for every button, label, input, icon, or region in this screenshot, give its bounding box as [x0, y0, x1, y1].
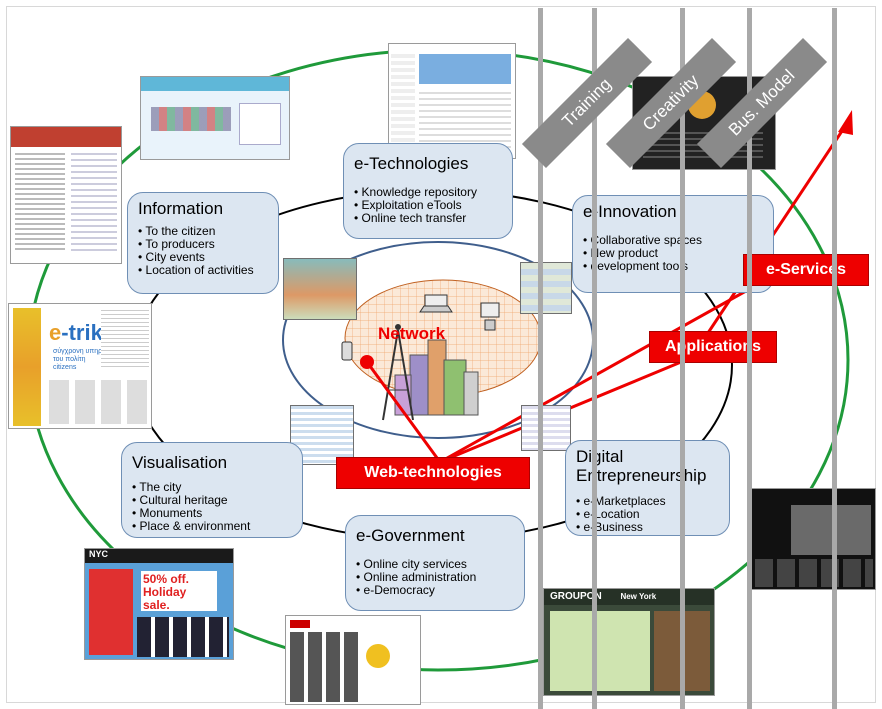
desktop-computer-icon [480, 302, 500, 331]
twitter-screenshot [140, 76, 290, 160]
e-government-item: Online city services [356, 558, 514, 571]
visualisation-box: Visualisation The city Cultural heritage… [121, 442, 303, 538]
e-technologies-box: e-Technologies Knowledge repository Expl… [343, 143, 513, 239]
information-item: City events [138, 251, 268, 264]
network-label: Network [378, 324, 446, 343]
creativity-column-line [592, 8, 597, 709]
digital-entrepreneurship-title-line2: Entrepreneurship [576, 466, 707, 485]
map-thumbnail-left [283, 258, 357, 320]
applications-label: Applications [649, 331, 777, 363]
e-government-item: e-Democracy [356, 584, 514, 597]
e-innovation-item: New product [583, 247, 763, 260]
digital-entrepreneurship-box: Digital Entrepreneurship e-Marketplaces … [565, 440, 730, 536]
nyc-logo: NYC [85, 549, 233, 563]
laptop-icon [419, 294, 453, 313]
e-technologies-item: Knowledge repository [354, 186, 502, 199]
etrikala-subtitle: σύγχρονη υπηρεσία του πολίτη citizens [53, 348, 115, 371]
visualisation-item: Place & environment [132, 520, 292, 533]
e-innovation-box: e-Innovation Collaborative spaces New pr… [572, 195, 774, 293]
radio-tower-icon [382, 324, 414, 421]
nyc-promo: 50% off. Holiday sale. [141, 571, 217, 612]
nyc-holiday-sale-screenshot: NYC 50% off. Holiday sale. [84, 548, 234, 660]
digital-entrepreneurship-title: Digital Entrepreneurship [576, 447, 719, 485]
e-government-box: e-Government Online city services Online… [345, 515, 525, 611]
web-technologies-label: Web-technologies [336, 457, 530, 489]
real-estate-screenshot [750, 488, 876, 590]
visualisation-title: Visualisation [132, 453, 228, 472]
information-title: Information [138, 199, 224, 218]
bus-model-column-line-2 [747, 8, 752, 709]
knowledge-portal-screenshot [388, 43, 516, 159]
bus-model-column-line-1 [680, 8, 685, 709]
youtube-screenshot [285, 615, 421, 705]
digital-entrepreneurship-item: e-Business [576, 521, 719, 534]
e-innovation-item: development tools [583, 260, 763, 273]
textile-intelligence-screenshot [10, 126, 122, 264]
e-technologies-item: Online tech transfer [354, 212, 502, 225]
information-item: To producers [138, 238, 268, 251]
e-innovation-title: e-Innovation [583, 202, 677, 221]
e-technologies-item: Exploitation eTools [354, 199, 502, 212]
digital-entrepreneurship-item: e-Marketplaces [576, 495, 719, 508]
mobile-phone-icon [341, 341, 353, 361]
bus-model-column-line-3 [832, 8, 837, 709]
groupon-city: New York [620, 592, 657, 601]
e-government-item: Online administration [356, 571, 514, 584]
training-column-line [538, 8, 543, 709]
e-government-title: e-Government [356, 526, 465, 545]
e-innovation-item: Collaborative spaces [583, 234, 763, 247]
visualisation-item: Cultural heritage [132, 494, 292, 507]
diagram-frame [6, 6, 876, 703]
information-item: Location of activities [138, 264, 268, 277]
portal-thumbnail-right [521, 405, 571, 451]
information-item: To the citizen [138, 225, 268, 238]
groupon-screenshot: GROUPON New York [543, 588, 715, 696]
groupon-logo: GROUPON [550, 591, 602, 602]
e-technologies-title: e-Technologies [354, 154, 469, 173]
visualisation-item: Monuments [132, 507, 292, 520]
information-box: Information To the citizen To producers … [127, 192, 279, 294]
digital-entrepreneurship-item: e-Location [576, 508, 719, 521]
etrikala-screenshot: e-trikala σύγχρονη υπηρεσία του πολίτη c… [8, 303, 152, 429]
digital-entrepreneurship-title-line1: Digital [576, 447, 624, 466]
e-services-label: e-Services [743, 254, 869, 286]
city-buildings-icon [394, 339, 479, 416]
map-thumbnail-right [520, 262, 572, 314]
visualisation-item: The city [132, 481, 292, 494]
